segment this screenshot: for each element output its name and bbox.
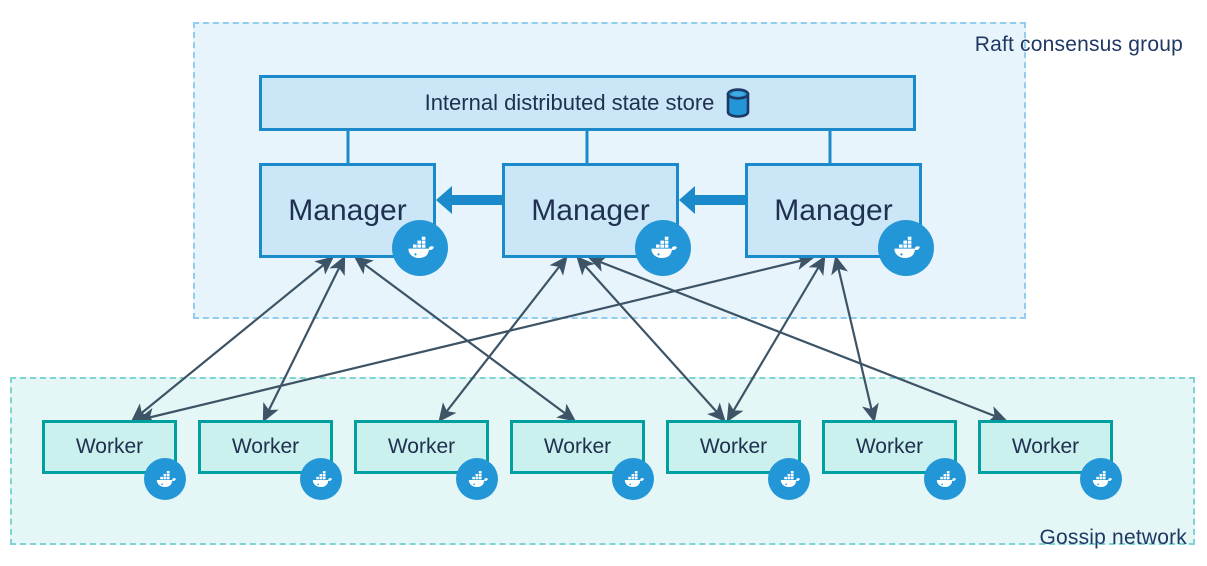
docker-whale-icon — [392, 220, 448, 276]
database-cylinder-icon — [727, 88, 750, 118]
docker-whale-icon — [878, 220, 934, 276]
docker-whale-icon — [612, 458, 654, 500]
docker-whale-icon — [456, 458, 498, 500]
internal-state-store-node: Internal distributed state store — [259, 75, 916, 131]
docker-whale-icon — [1080, 458, 1122, 500]
manager-label: Manager — [288, 193, 407, 227]
docker-whale-icon — [768, 458, 810, 500]
worker-node-7[interactable]: Worker — [978, 420, 1113, 474]
worker-label: Worker — [1011, 435, 1080, 458]
raft-consensus-group-label: Raft consensus group — [974, 33, 1183, 56]
worker-label: Worker — [75, 435, 144, 458]
worker-node-4[interactable]: Worker — [510, 420, 645, 474]
manager-label: Manager — [531, 193, 650, 227]
worker-label: Worker — [387, 435, 456, 458]
gossip-network-label: Gossip network — [1039, 526, 1187, 549]
worker-label: Worker — [543, 435, 612, 458]
manager-node-3[interactable]: Manager — [745, 163, 922, 258]
worker-label: Worker — [699, 435, 768, 458]
docker-whale-icon — [635, 220, 691, 276]
worker-node-2[interactable]: Worker — [198, 420, 333, 474]
docker-whale-icon — [144, 458, 186, 500]
manager-label: Manager — [774, 193, 893, 227]
state-store-label: Internal distributed state store — [424, 90, 715, 115]
docker-whale-icon — [300, 458, 342, 500]
worker-label: Worker — [231, 435, 300, 458]
docker-whale-icon — [924, 458, 966, 500]
worker-label: Worker — [855, 435, 924, 458]
